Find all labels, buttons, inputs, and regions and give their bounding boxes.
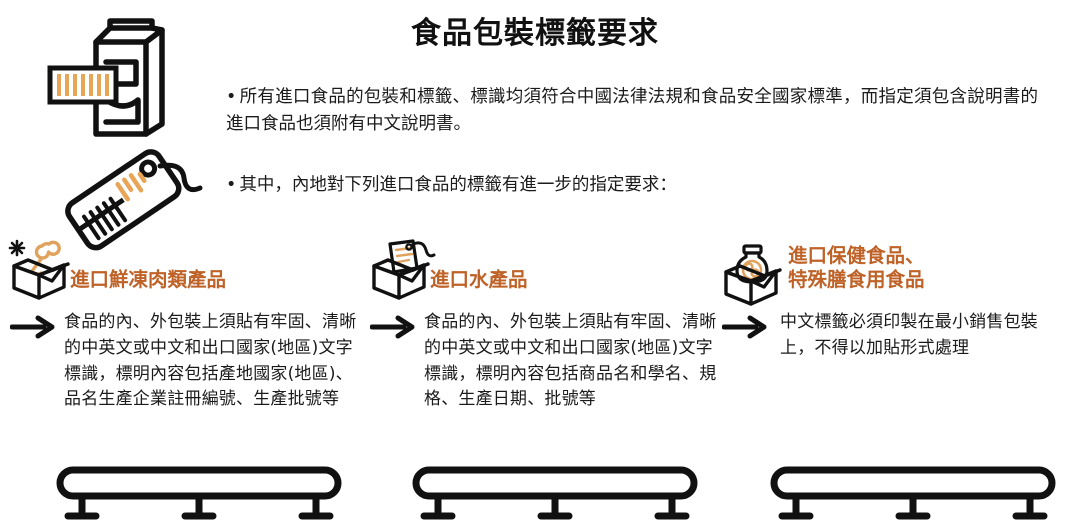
intro-bullet-1: •所有進口食品的包裝和標籤、標識均須符合中國法律法規和食品安全國家標準，而指定須… [226, 84, 1038, 138]
category-body: 食品的內、外包裝上須貼有牢固、清晰的中英文或中文和出口國家(地區)文字標識，標明… [368, 310, 720, 413]
category-column-aquatic-products: 進口水產品 食品的內、外包裝上須貼有牢固、清晰的中英文或中文和出口國家(地區)文… [368, 238, 720, 409]
conveyor-belt-icon [56, 466, 342, 520]
category-title: 進口鮮凍肉類產品 [70, 268, 227, 291]
category-header: 進口保健食品、 特殊膳食用食品 [720, 238, 1068, 306]
arrow-right-icon [370, 315, 415, 339]
category-title: 進口保健食品、 特殊膳食用食品 [788, 244, 925, 291]
category-body-text: 食品的內、外包裝上須貼有牢固、清晰的中英文或中文和出口國家(地區)文字標識，標明… [64, 312, 357, 410]
arrow-right-icon [722, 315, 767, 339]
intro-bullet-2: •其中，內地對下列進口食品的標籤有進一步的指定要求： [226, 172, 1038, 199]
milk-carton-with-barcode-illustration [47, 18, 165, 137]
category-body-text: 中文標籤必須印製在最小銷售包裝上，不得以加貼形式處理 [780, 312, 1038, 358]
bullet-marker: • [226, 87, 237, 107]
intro-bullet-2-text: 其中，內地對下列進口食品的標籤有進一步的指定要求： [239, 175, 677, 195]
category-header: 進口鮮凍肉類產品 [8, 238, 360, 300]
category-body-text: 食品的內、外包裝上須貼有牢固、清晰的中英文或中文和出口國家(地區)文字標識，標明… [424, 312, 717, 410]
box-supplement-bottle-icon [724, 244, 782, 306]
box-label-tag-icon [372, 239, 436, 300]
category-body: 中文標籤必須印製在最小銷售包裝上，不得以加貼形式處理 [720, 310, 1068, 362]
category-column-frozen-meat: 進口鮮凍肉類產品 食品的內、外包裝上須貼有牢固、清晰的中英文或中文和出口國家(地… [8, 238, 360, 409]
price-label-tag-illustration [65, 149, 203, 251]
conveyor-belt-icon [412, 466, 698, 520]
bullet-marker: • [226, 175, 237, 195]
arrow-right-icon [10, 315, 55, 339]
box-frozen-meat-icon [8, 239, 70, 300]
category-header: 進口水產品 [368, 238, 720, 300]
category-body: 食品的內、外包裝上須貼有牢固、清晰的中英文或中文和出口國家(地區)文字標識，標明… [8, 310, 360, 413]
category-title: 進口水產品 [430, 268, 528, 291]
page-title: 食品包裝標籤要求 [411, 16, 659, 51]
conveyor-belt-icon [770, 466, 1056, 520]
intro-bullet-1-text: 所有進口食品的包裝和標籤、標識均須符合中國法律法規和食品安全國家標準，而指定須包… [226, 87, 1038, 135]
category-column-health-food: 進口保健食品、 特殊膳食用食品 中文標籤必須印製在最小銷售包裝上，不得以加貼形式… [720, 238, 1068, 358]
